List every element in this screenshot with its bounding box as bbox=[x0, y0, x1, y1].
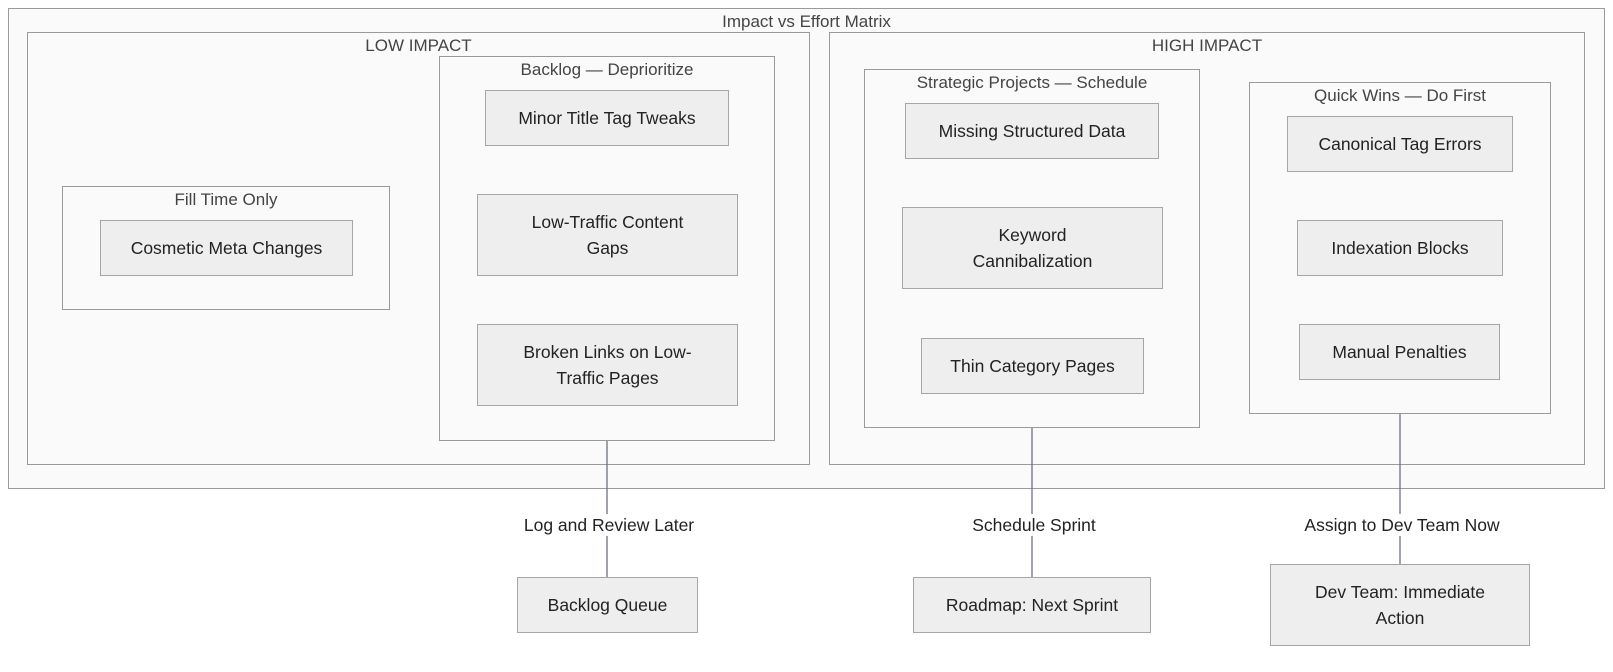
high-impact-title: HIGH IMPACT bbox=[1151, 36, 1263, 55]
node-thin-category-pages: Thin Category Pages bbox=[921, 338, 1144, 394]
node-minor-title-tag-tweaks: Minor Title Tag Tweaks bbox=[485, 90, 729, 146]
node-broken-links: Broken Links on Low-Traffic Pages bbox=[477, 324, 738, 406]
node-cosmetic-meta-changes: Cosmetic Meta Changes bbox=[100, 220, 353, 276]
edge-label-log-review: Log and Review Later bbox=[517, 514, 701, 536]
edge-label-schedule-sprint: Schedule Sprint bbox=[955, 514, 1113, 536]
node-keyword-cannibalization: Keyword Cannibalization bbox=[902, 207, 1163, 289]
fill-time-title: Fill Time Only bbox=[174, 190, 278, 209]
low-impact-title: LOW IMPACT bbox=[365, 36, 472, 55]
matrix-title: Impact vs Effort Matrix bbox=[722, 12, 891, 31]
node-canonical-tag-errors: Canonical Tag Errors bbox=[1287, 116, 1513, 172]
node-dev-team-immediate: Dev Team: Immediate Action bbox=[1270, 564, 1530, 646]
node-manual-penalties: Manual Penalties bbox=[1299, 324, 1500, 380]
node-missing-structured-data: Missing Structured Data bbox=[905, 103, 1159, 159]
strategic-title: Strategic Projects — Schedule bbox=[916, 73, 1148, 92]
node-low-traffic-content-gaps: Low-Traffic Content Gaps bbox=[477, 194, 738, 276]
node-backlog-queue: Backlog Queue bbox=[517, 577, 698, 633]
quick-wins-title: Quick Wins — Do First bbox=[1314, 86, 1486, 105]
edge-label-assign-dev: Assign to Dev Team Now bbox=[1295, 514, 1509, 536]
node-roadmap-next-sprint: Roadmap: Next Sprint bbox=[913, 577, 1151, 633]
node-indexation-blocks: Indexation Blocks bbox=[1297, 220, 1503, 276]
backlog-title: Backlog — Deprioritize bbox=[520, 60, 694, 79]
